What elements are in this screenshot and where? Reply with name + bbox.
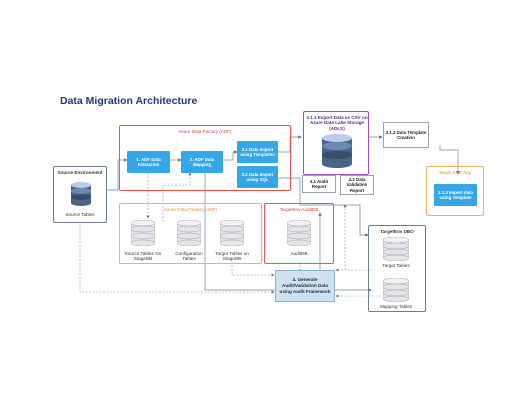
step32-import-sql: 3.2 Data Import using SQL <box>237 166 278 188</box>
page-title: Data Migration Architecture <box>60 95 198 107</box>
stage-target-tables-label: Target Tables on StageDB <box>215 251 249 262</box>
target-erp-label: Target ERP App <box>438 170 472 175</box>
audit-report-doc: 4.1 Audit Report <box>302 175 336 193</box>
conn-source-to-generate <box>79 224 275 294</box>
target-tables-label: Target Tables <box>382 263 410 268</box>
configuration-tables-label: Configuration Tables <box>175 251 203 262</box>
database-icon <box>220 220 244 246</box>
database-icon <box>322 134 352 168</box>
adf-top-box: Azure Data Factory (ADF) <box>119 125 291 191</box>
adf-top-label: Azure Data Factory (ADF) <box>178 129 232 134</box>
target-dbo-label: TargetEnv DBO <box>380 229 414 234</box>
validation-report-doc: 4.2 Data Validation Report <box>340 175 374 195</box>
database-icon <box>177 220 201 246</box>
adls-export-box: 3.1.1 Export Data as CSV on Azure Data L… <box>303 111 369 175</box>
target-erp-box: Target ERP App <box>426 166 484 216</box>
adls-export-label: 3.1.1 Export Data as CSV on Azure Data L… <box>306 115 368 131</box>
auditdb-label: AuditDB <box>290 251 308 256</box>
template-creation-doc: 3.1.2 Data Template Creation <box>383 122 429 148</box>
conn-target-to-generate <box>231 262 275 277</box>
generate-audit-data-box: 4. Generate Audit/Validation Data using … <box>275 270 335 302</box>
target-auditdb-label: TargetEnv AuditDB <box>279 207 319 212</box>
source-environment-box: Source Environment Source Tables <box>53 166 107 223</box>
step2-data-mapping: 2. ADF Data Mapping <box>181 151 223 173</box>
adf-bottom-box: Azure Data Factory (ADF) <box>119 203 262 264</box>
step31-import-templates: 3.1 Data Import using Templates <box>237 141 278 163</box>
step313-import-template: 3.1.3 Import data using Template <box>434 184 477 206</box>
database-icon <box>383 237 409 261</box>
database-icon <box>383 278 409 302</box>
conn-source-to-extract <box>107 158 128 191</box>
database-icon <box>131 220 155 246</box>
conn-template-to-erp <box>439 145 460 175</box>
database-icon <box>287 220 311 246</box>
target-dbo-box: TargetEnv DBO <box>368 225 426 312</box>
conn-mapping-to-import <box>223 150 238 161</box>
target-auditdb-box: TargetEnv AuditDB <box>264 203 334 264</box>
step1-data-extraction: 1. ADF Data Extraction <box>127 151 170 173</box>
source-tables-label: Source Tables <box>65 212 95 217</box>
adf-bottom-label: Azure Data Factory (ADF) <box>163 207 218 212</box>
mapping-tables-label: Mapping Tables <box>379 304 413 309</box>
database-icon <box>71 182 91 206</box>
source-environment-label: Source Environment <box>57 170 103 175</box>
conn-import32-to-dbo <box>278 177 369 237</box>
stage-source-tables-label: Source Tables On StageDB <box>124 251 162 262</box>
